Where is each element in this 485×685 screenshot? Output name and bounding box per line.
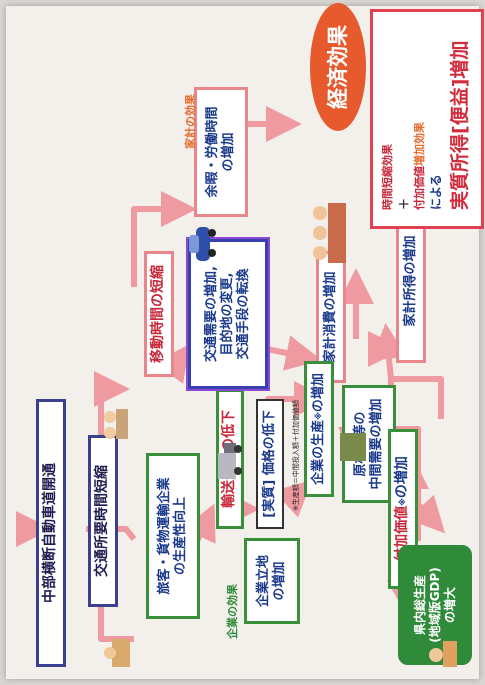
- factory-worker-illustration: [104, 639, 130, 667]
- household-effect-label: 家計の効果: [184, 94, 197, 149]
- result-line-4: による: [429, 174, 443, 210]
- rotated-content: 中部横断自動車道開通 交通所要時間短縮 旅客・貨物運輸企業 の生産性向上 輸送費…: [6, 3, 484, 679]
- real-income-result-box: 時間短縮効果 ＋ 付加価値増加効果 による 実質所得[便益]増加: [370, 9, 484, 229]
- result-line-1: 時間短縮効果: [381, 144, 394, 210]
- company-effect-label: 企業の効果: [226, 584, 239, 639]
- value-added-note-mark: ※: [398, 498, 407, 506]
- materials-illustration: [340, 433, 366, 461]
- family-illustration: [313, 203, 346, 263]
- result-line-3: 付加価値増加効果: [411, 18, 427, 210]
- travel-time-shortening-box: 移動時間の短縮: [144, 251, 174, 377]
- arrow-income-to-consume: [368, 331, 404, 367]
- travel-time-reduction-box: 交通所要時間短縮: [88, 435, 118, 607]
- travelers-illustration: [104, 409, 128, 439]
- result-increase: 増加: [449, 40, 471, 79]
- diagram-sheet: 中部横断自動車道開通 交通所要時間短縮 旅客・貨物運輸企業 の生産性向上 輸送費…: [6, 3, 484, 679]
- production-suffix: の増加: [310, 373, 326, 413]
- result-increase-effect: 増加効果: [413, 122, 426, 166]
- arrow-travel-to-leisure: [131, 191, 197, 287]
- result-line-2: ＋: [397, 197, 411, 210]
- worker-illustration: [429, 641, 457, 667]
- result-value-added: 付加価値: [413, 166, 426, 210]
- expressway-opening-box: 中部横断自動車道開通: [36, 399, 66, 667]
- result-line-5: 実質所得[便益]増加: [445, 18, 472, 210]
- production-footnote: ※生産額＝中間投入額＋付加価値額: [292, 400, 300, 511]
- value-added-suffix: の増加: [394, 456, 411, 499]
- truck-illustration: [218, 443, 242, 479]
- production-note-mark: ※: [314, 412, 323, 420]
- company-production-label: 企業の生産: [310, 419, 326, 485]
- company-location-box: 企業立地 の増加: [244, 538, 300, 624]
- economic-effect-badge: 経済効果: [310, 3, 366, 131]
- company-production-box: 企業の生産※の増加: [304, 361, 334, 497]
- real-price-box: [実質] 価格の低下: [256, 399, 284, 529]
- car-illustration: [189, 227, 216, 261]
- result-real-income: 実質所得: [449, 133, 471, 210]
- leisure-labor-box: 余暇・労働時間 の増加: [194, 87, 248, 217]
- result-benefit: [便益]: [449, 78, 471, 134]
- productivity-box: 旅客・貨物運輸企業 の生産性向上: [146, 453, 200, 619]
